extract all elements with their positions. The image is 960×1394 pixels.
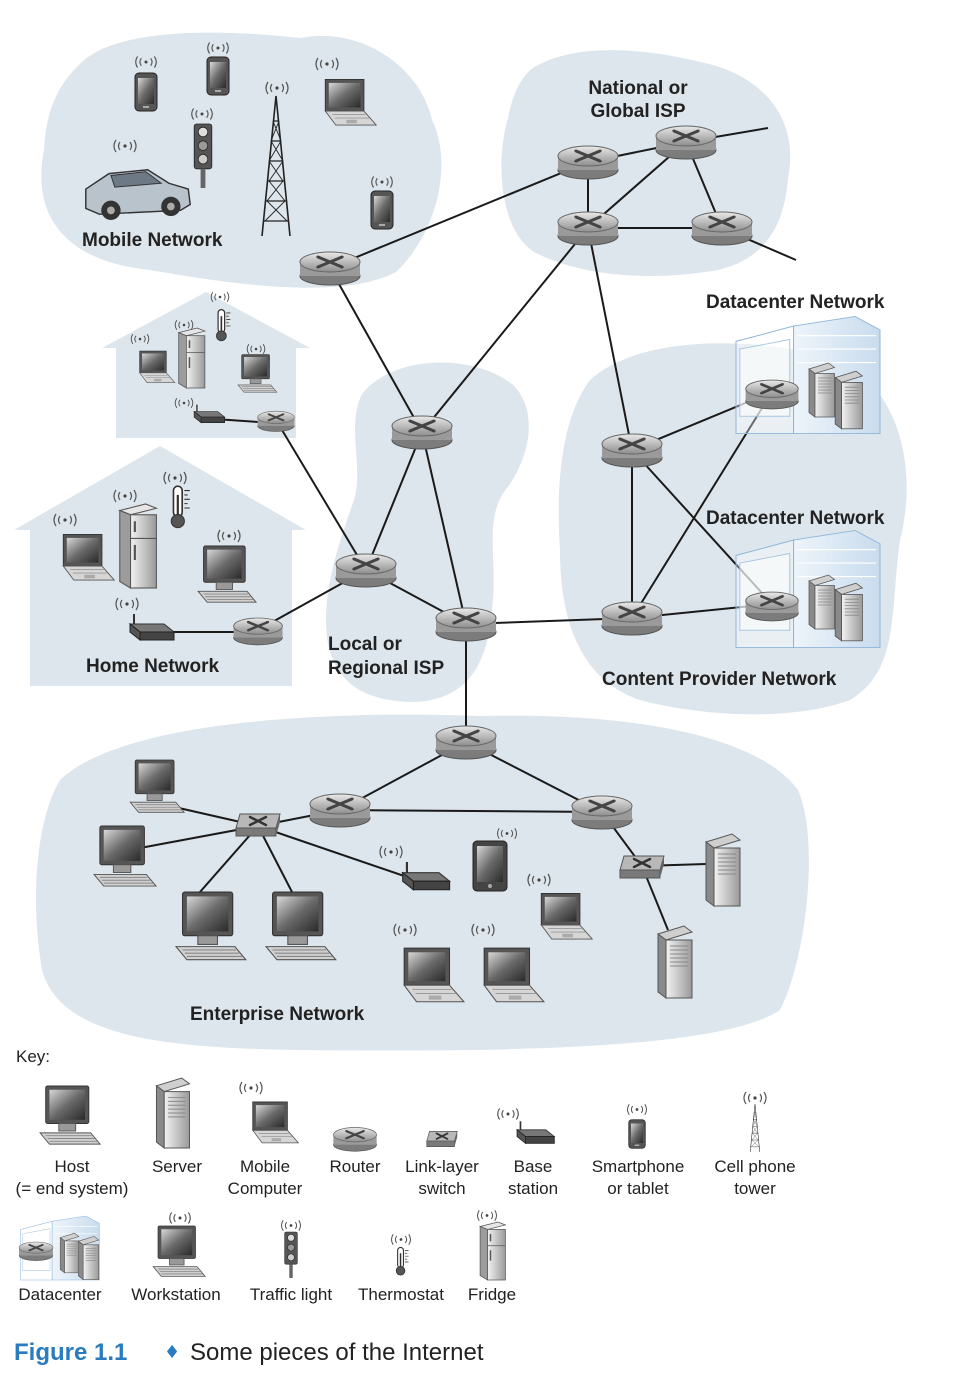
key-mobile-sublabel: Computer bbox=[228, 1179, 303, 1198]
smartphone-icon bbox=[628, 1119, 646, 1149]
router-enterprise-top bbox=[434, 724, 498, 761]
label-national-isp-line1: National or bbox=[588, 78, 688, 99]
link-layer-switch-icon bbox=[425, 1130, 459, 1148]
router-content-2 bbox=[600, 600, 664, 637]
thermostat-icon bbox=[395, 1246, 410, 1276]
router-regional-2 bbox=[334, 552, 398, 589]
home-network-upper-house bbox=[102, 292, 310, 438]
wifi-icon bbox=[476, 1209, 498, 1222]
server-icon bbox=[155, 1077, 190, 1149]
smartphone-icon bbox=[206, 56, 230, 96]
key-host-sublabel: (= end system) bbox=[16, 1179, 129, 1198]
wifi-icon bbox=[280, 1219, 302, 1232]
router-national-3 bbox=[556, 210, 620, 247]
caption-title: Some pieces of the Internet bbox=[190, 1339, 484, 1366]
wifi-icon bbox=[390, 1233, 412, 1246]
key-switch-label: Link-layer bbox=[405, 1157, 479, 1176]
label-enterprise-network: Enterprise Network bbox=[190, 1004, 365, 1025]
label-home-network: Home Network bbox=[86, 656, 219, 677]
mobile-computer-icon bbox=[252, 1101, 299, 1144]
label-national-isp-line2: Global ISP bbox=[590, 101, 685, 122]
router-icon bbox=[332, 1126, 378, 1153]
key-traffic-light-label: Traffic light bbox=[250, 1285, 332, 1304]
label-datacenter-network-2: Datacenter Network bbox=[706, 508, 885, 529]
cell-tower-icon bbox=[749, 1103, 761, 1153]
router-national-1 bbox=[556, 144, 620, 181]
router-national-4 bbox=[690, 210, 754, 247]
key-switch-sublabel: switch bbox=[418, 1179, 465, 1198]
router-datacenter-2 bbox=[744, 590, 800, 623]
base-station-icon bbox=[516, 1120, 556, 1145]
key-title: Key: bbox=[16, 1047, 50, 1066]
key-base-label: Base bbox=[514, 1157, 553, 1176]
key-smartphone-sublabel: or tablet bbox=[607, 1179, 669, 1198]
fridge-icon bbox=[479, 1221, 506, 1281]
wifi-icon bbox=[169, 1211, 191, 1225]
link-layer-switch-icon bbox=[234, 812, 282, 838]
router-icon bbox=[18, 1241, 54, 1262]
label-local-isp-line2: Regional ISP bbox=[328, 658, 444, 679]
key-server-label: Server bbox=[152, 1157, 202, 1176]
key-tower-label: Cell phone bbox=[714, 1157, 795, 1176]
label-datacenter-network-1: Datacenter Network bbox=[706, 292, 885, 313]
key-workstation-label: Workstation bbox=[131, 1285, 220, 1304]
smartphone-icon bbox=[370, 190, 394, 230]
key-tower-sublabel: tower bbox=[734, 1179, 776, 1198]
router-content-1 bbox=[600, 432, 664, 469]
router-mobile bbox=[298, 250, 362, 287]
figure-caption: Figure 1.1 ♦ Some pieces of the Internet bbox=[14, 1339, 484, 1366]
wifi-icon bbox=[497, 1107, 519, 1121]
key-thermostat-label: Thermostat bbox=[358, 1285, 444, 1304]
key-base-sublabel: station bbox=[508, 1179, 558, 1198]
caption-diamond: ♦ bbox=[164, 1342, 180, 1363]
fridge-icon bbox=[178, 327, 206, 389]
router-enterprise-left bbox=[308, 792, 372, 829]
label-content-provider-network: Content Provider Network bbox=[602, 669, 837, 690]
key-router-label: Router bbox=[329, 1157, 380, 1176]
router-home-upper bbox=[256, 410, 296, 433]
key-mobile-label: Mobile bbox=[240, 1157, 290, 1176]
key-fridge-label: Fridge bbox=[468, 1285, 516, 1304]
label-mobile-network: Mobile Network bbox=[82, 230, 223, 251]
region-labels: Mobile Network National or Global ISP Da… bbox=[82, 78, 885, 1025]
tablet-icon bbox=[472, 840, 508, 892]
key: Key: Host (= end system) Server Mobile C… bbox=[16, 1047, 796, 1304]
link-layer-switch-icon bbox=[618, 854, 666, 880]
router-home-lower bbox=[232, 616, 284, 647]
caption-figure-number: Figure 1.1 bbox=[14, 1339, 127, 1366]
wifi-icon bbox=[239, 1081, 263, 1095]
key-smartphone-label: Smartphone bbox=[592, 1157, 685, 1176]
workstation-icon bbox=[152, 1225, 206, 1277]
home-network-lower-house bbox=[14, 446, 306, 686]
key-datacenter-label: Datacenter bbox=[18, 1285, 101, 1304]
traffic-light-icon bbox=[284, 1231, 298, 1279]
router-enterprise-right bbox=[570, 794, 634, 831]
router-regional-1 bbox=[390, 414, 454, 451]
wifi-icon bbox=[743, 1091, 767, 1105]
smartphone-icon bbox=[134, 72, 158, 112]
router-datacenter-1 bbox=[744, 378, 800, 411]
label-local-isp-line1: Local or bbox=[328, 634, 403, 655]
router-regional-3 bbox=[434, 606, 498, 643]
key-host-label: Host bbox=[55, 1157, 90, 1176]
wifi-icon bbox=[626, 1103, 648, 1116]
router-national-2 bbox=[654, 124, 718, 161]
fridge-icon bbox=[119, 503, 157, 589]
host-icon bbox=[39, 1085, 101, 1145]
